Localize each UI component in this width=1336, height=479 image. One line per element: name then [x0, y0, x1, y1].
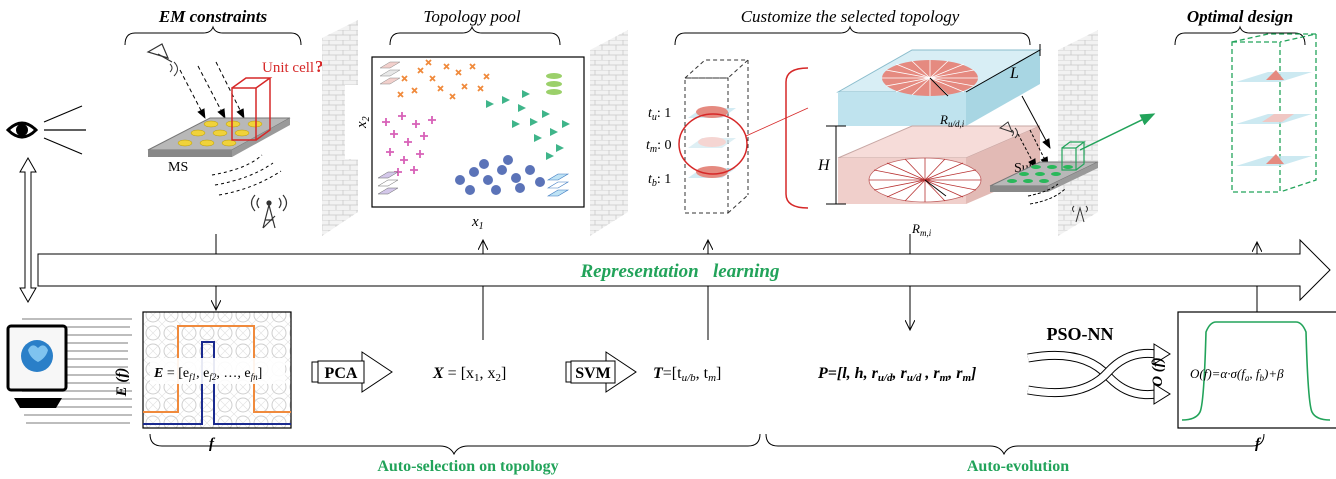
x1-axis-label: x1 [471, 214, 484, 232]
unit-cell-box [231, 77, 273, 141]
mini-topology-icon-bottom-left [377, 171, 399, 195]
eye-icon [5, 105, 86, 155]
objective-x-label: f [1255, 436, 1262, 452]
representation-learning-label: Representation learning [580, 261, 780, 282]
section-headers: EM constraints Topology pool Customize t… [124, 7, 1306, 46]
em-constraints-illustration: Unit cell ? MS [146, 43, 324, 229]
header-optimal-design: Optimal design [1187, 7, 1293, 26]
pca-label: PCA [325, 365, 358, 382]
satellite-dish-icon [146, 43, 178, 77]
objective-curve [1181, 321, 1331, 421]
orange-response-curve [143, 325, 291, 413]
brace-auto-selection [149, 433, 761, 456]
auto-evolution-label: Auto-evolution [967, 458, 1069, 475]
cluster-orange-x [397, 59, 490, 100]
small-dish-icon [998, 121, 1018, 139]
rud-label: Ru/d,i [939, 112, 965, 129]
header-customize: Customize the selected topology [741, 7, 960, 26]
highlight-ring [678, 113, 748, 175]
tb-label: tb: 1 [648, 172, 671, 189]
topology-pool-panel: x2 x1 [345, 56, 585, 232]
top-radial-disk [882, 60, 978, 97]
e-vector-equation: E = [ef1, ef2, …, efn] [153, 366, 262, 382]
small-tower-icon [1072, 205, 1088, 223]
brick-wall-1 [322, 20, 358, 236]
objective-formula: O(f)=α·σ(fa, fb)+β [1190, 366, 1284, 383]
pso-nn-label: PSO-NN [1047, 324, 1114, 344]
pso-nn-twisted-arrows: PSO-NN [1027, 324, 1171, 405]
label-L: L [1009, 65, 1019, 82]
expanded-unit-cell: L H Substrate Ru/d,i Rm,i [785, 44, 1066, 238]
left-double-arrow [19, 156, 37, 304]
rm-label: Rm,i [911, 221, 932, 238]
svm-label: SVM [575, 365, 611, 382]
spectrum-y-label: E (f) [114, 368, 130, 398]
navy-response-curve [143, 341, 291, 425]
pca-arrow: PCA [311, 351, 393, 393]
t-vector-equation: T=[tu/b, tm] [653, 365, 721, 384]
representation-learning-arrow [37, 238, 1331, 302]
objective-y-label: O (f) [1150, 357, 1166, 387]
mini-topology-icon-top-left [379, 61, 401, 85]
optimal-design-illustration [989, 33, 1317, 223]
tu-label: tu: 1 [648, 106, 671, 123]
header-em-constraints: EM constraints [158, 7, 268, 26]
unit-cell-question: ? [315, 57, 324, 76]
auto-selection-label: Auto-selection on topology [377, 458, 558, 475]
spectrum-plot: E = [ef1, ef2, …, efn] E (f) f [114, 311, 292, 452]
x2-axis-label: x2 [354, 116, 372, 129]
brick-wall-2 [590, 30, 628, 236]
svm-arrow: SVM [565, 351, 637, 393]
brace-auto-evolution [765, 433, 1265, 456]
selected-topology-cell: tu: 1 tm: 0 tb: 1 [646, 59, 809, 214]
bottom-radial-disk [868, 157, 982, 203]
brick-wall-3 [1058, 30, 1098, 236]
spectrum-x-label: f [209, 436, 216, 452]
label-H: H [817, 157, 831, 174]
mini-topology-icon-top-right [546, 73, 562, 95]
computer-brain-icon [6, 318, 132, 424]
x-vector-equation: X = [x1, x2] [432, 365, 506, 384]
objective-plot: O(f)=α·σ(fa, fb)+β O (f) f [1150, 311, 1336, 452]
antenna-tower-icon [250, 194, 288, 229]
tm-label: tm: 0 [646, 138, 672, 155]
header-topology-pool: Topology pool [423, 7, 520, 26]
unit-cell-label: Unit cell [262, 60, 314, 76]
p-vector-equation: P=[l, h, ru/d, ru/d , rm, rm] [817, 365, 976, 384]
mini-topology-icon-bottom-right [546, 173, 570, 197]
ms-label: MS [168, 160, 188, 175]
cluster-blue-dots [455, 155, 545, 195]
